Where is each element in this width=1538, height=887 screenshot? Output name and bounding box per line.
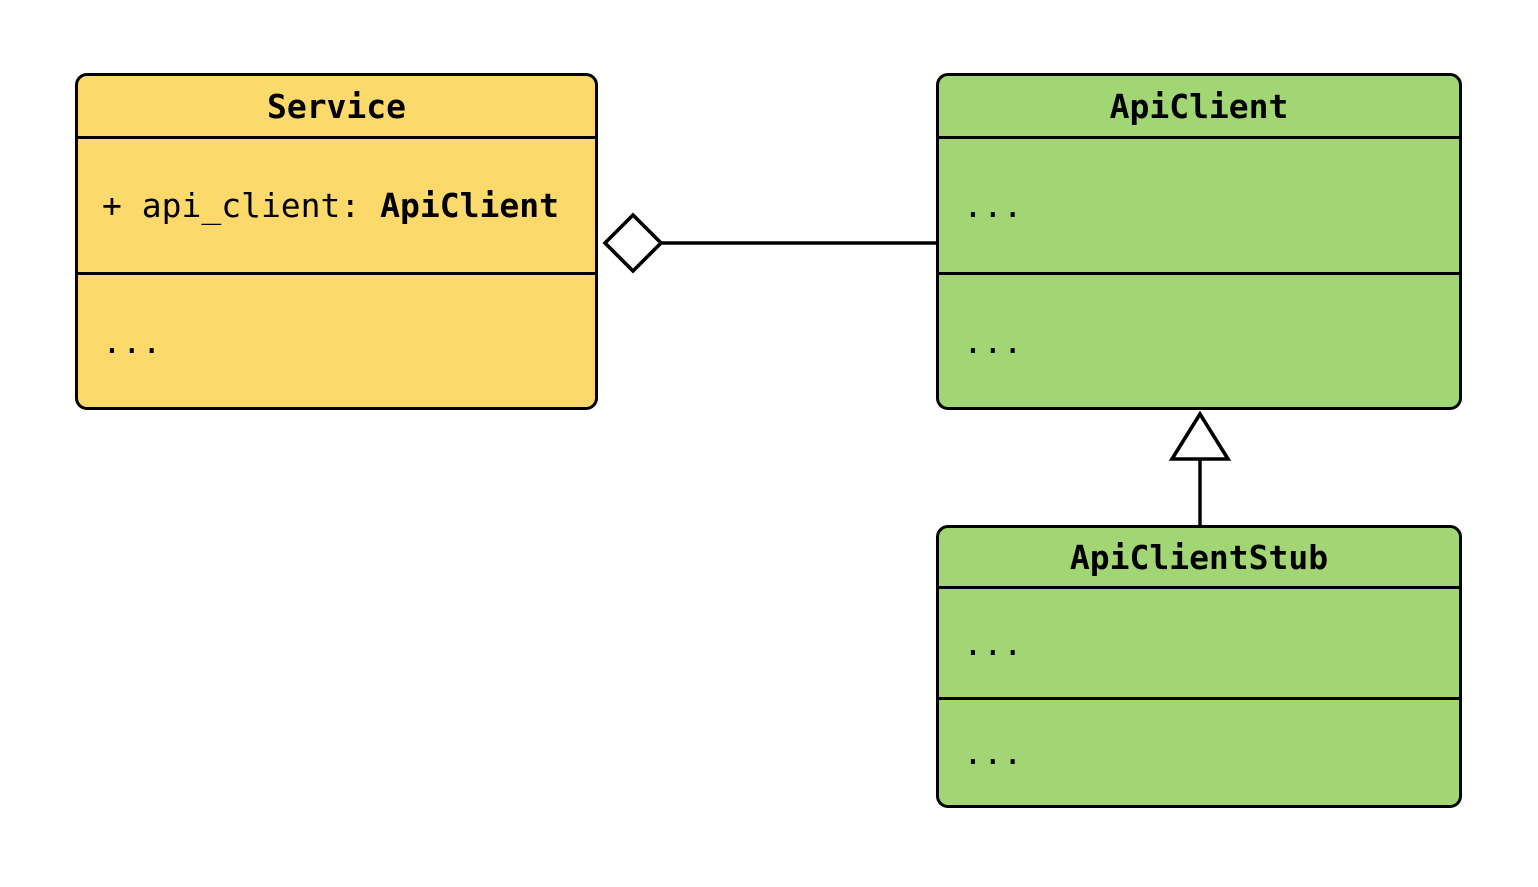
class-box-apiclientstub: ApiClientStub ... ... (936, 525, 1462, 808)
apiclient-attributes-section: ... (939, 139, 1459, 275)
apiclientstub-methods-section: ... (963, 733, 1023, 772)
service-attributes-section: + api_client: ApiClient (78, 139, 595, 275)
service-methods-section: ... (102, 321, 162, 361)
class-title-apiclientstub: ApiClientStub (939, 528, 1459, 589)
inheritance-triangle-icon (1168, 410, 1232, 461)
apiclient-methods-section: ... (963, 321, 1023, 361)
aggregation-diamond-icon (602, 212, 664, 274)
class-box-service: Service + api_client: ApiClient ... (75, 73, 598, 410)
class-title-apiclient: ApiClient (939, 76, 1459, 139)
apiclientstub-attributes-section: ... (939, 589, 1459, 700)
attribute-type: ApiClient (380, 186, 559, 225)
attribute-line: + api_client: ApiClient (102, 186, 559, 225)
attribute-prefix: + api_client: (102, 186, 381, 225)
class-box-apiclient: ApiClient ... ... (936, 73, 1462, 410)
class-title-service: Service (78, 76, 595, 139)
